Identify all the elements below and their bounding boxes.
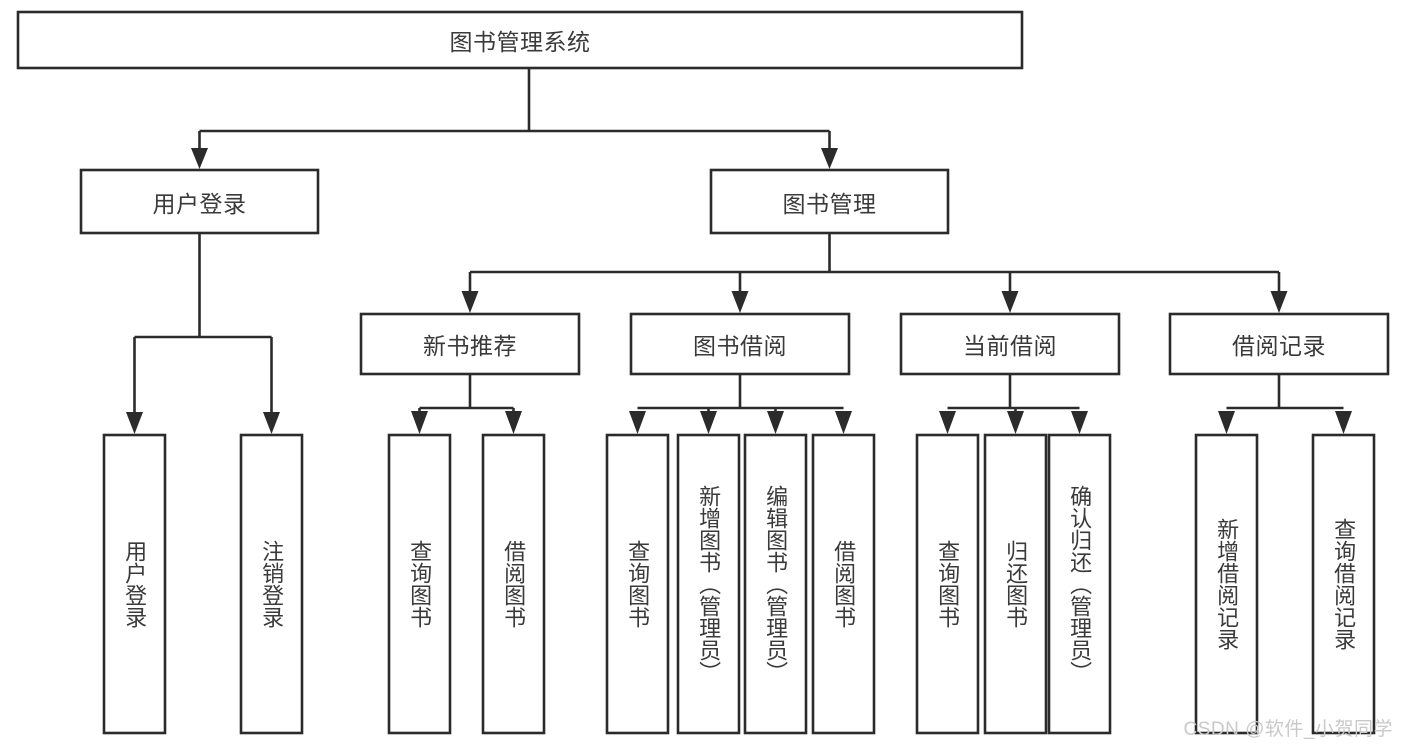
node-box-leaf-query-book-recommend[interactable] xyxy=(387,433,452,735)
node-box-leaf-edit-book-admin[interactable] xyxy=(743,433,808,735)
arrowhead-current-to-leaf1 xyxy=(939,411,956,434)
node-box-leaf-query-book-current[interactable] xyxy=(915,433,980,735)
node-box-leaf-logout[interactable] xyxy=(239,433,304,735)
node-box-leaf-borrow-book-recommend[interactable] xyxy=(481,433,546,735)
arrowhead-user-login-to-leaf2 xyxy=(263,412,280,434)
node-box-leaf-borrow-book[interactable] xyxy=(811,433,876,735)
arrowhead-bm-to-borrow xyxy=(731,291,749,313)
node-box-leaf-user-login[interactable] xyxy=(102,433,167,735)
arrowhead-recommend-to-leaf2 xyxy=(505,411,522,434)
arrowhead-user-login-to-leaf1 xyxy=(126,412,143,434)
arrowhead-record-to-leaf2 xyxy=(1335,411,1352,434)
node-box-leaf-confirm-return-admin[interactable] xyxy=(1047,433,1112,735)
node-box-current-borrow[interactable] xyxy=(899,312,1121,376)
node-box-leaf-query-book-borrow[interactable] xyxy=(605,433,670,735)
arrowhead-root-to-user-login xyxy=(191,148,208,169)
arrowhead-borrow-to-leaf1 xyxy=(629,411,646,434)
node-box-new-book-recommend[interactable] xyxy=(359,312,581,376)
arrowhead-root-to-book-management xyxy=(821,148,838,169)
node-box-book-management[interactable] xyxy=(709,168,950,235)
node-box-user-login[interactable] xyxy=(79,168,320,235)
node-box-leaf-add-book-admin[interactable] xyxy=(676,433,741,735)
arrowhead-record-to-leaf1 xyxy=(1218,411,1235,434)
node-box-leaf-return-book[interactable] xyxy=(983,433,1048,735)
node-box-borrow-record[interactable] xyxy=(1168,312,1390,376)
arrowhead-current-to-leaf2 xyxy=(1007,411,1024,434)
arrowhead-current-to-leaf3 xyxy=(1071,411,1088,434)
node-box-leaf-add-borrow-record[interactable] xyxy=(1194,433,1259,735)
arrowhead-bm-to-current xyxy=(1001,291,1019,313)
arrowhead-recommend-to-leaf1 xyxy=(411,411,428,434)
arrowhead-borrow-to-leaf4 xyxy=(835,411,852,434)
node-box-root[interactable] xyxy=(16,10,1024,70)
node-box-book-borrow[interactable] xyxy=(629,312,851,376)
arrowhead-borrow-to-leaf2 xyxy=(700,411,717,434)
node-box-leaf-query-borrow-record[interactable] xyxy=(1311,433,1376,735)
arrowhead-bm-to-recommend xyxy=(461,291,479,313)
arrowhead-bm-to-record xyxy=(1270,291,1288,313)
arrowhead-borrow-to-leaf3 xyxy=(767,411,784,434)
